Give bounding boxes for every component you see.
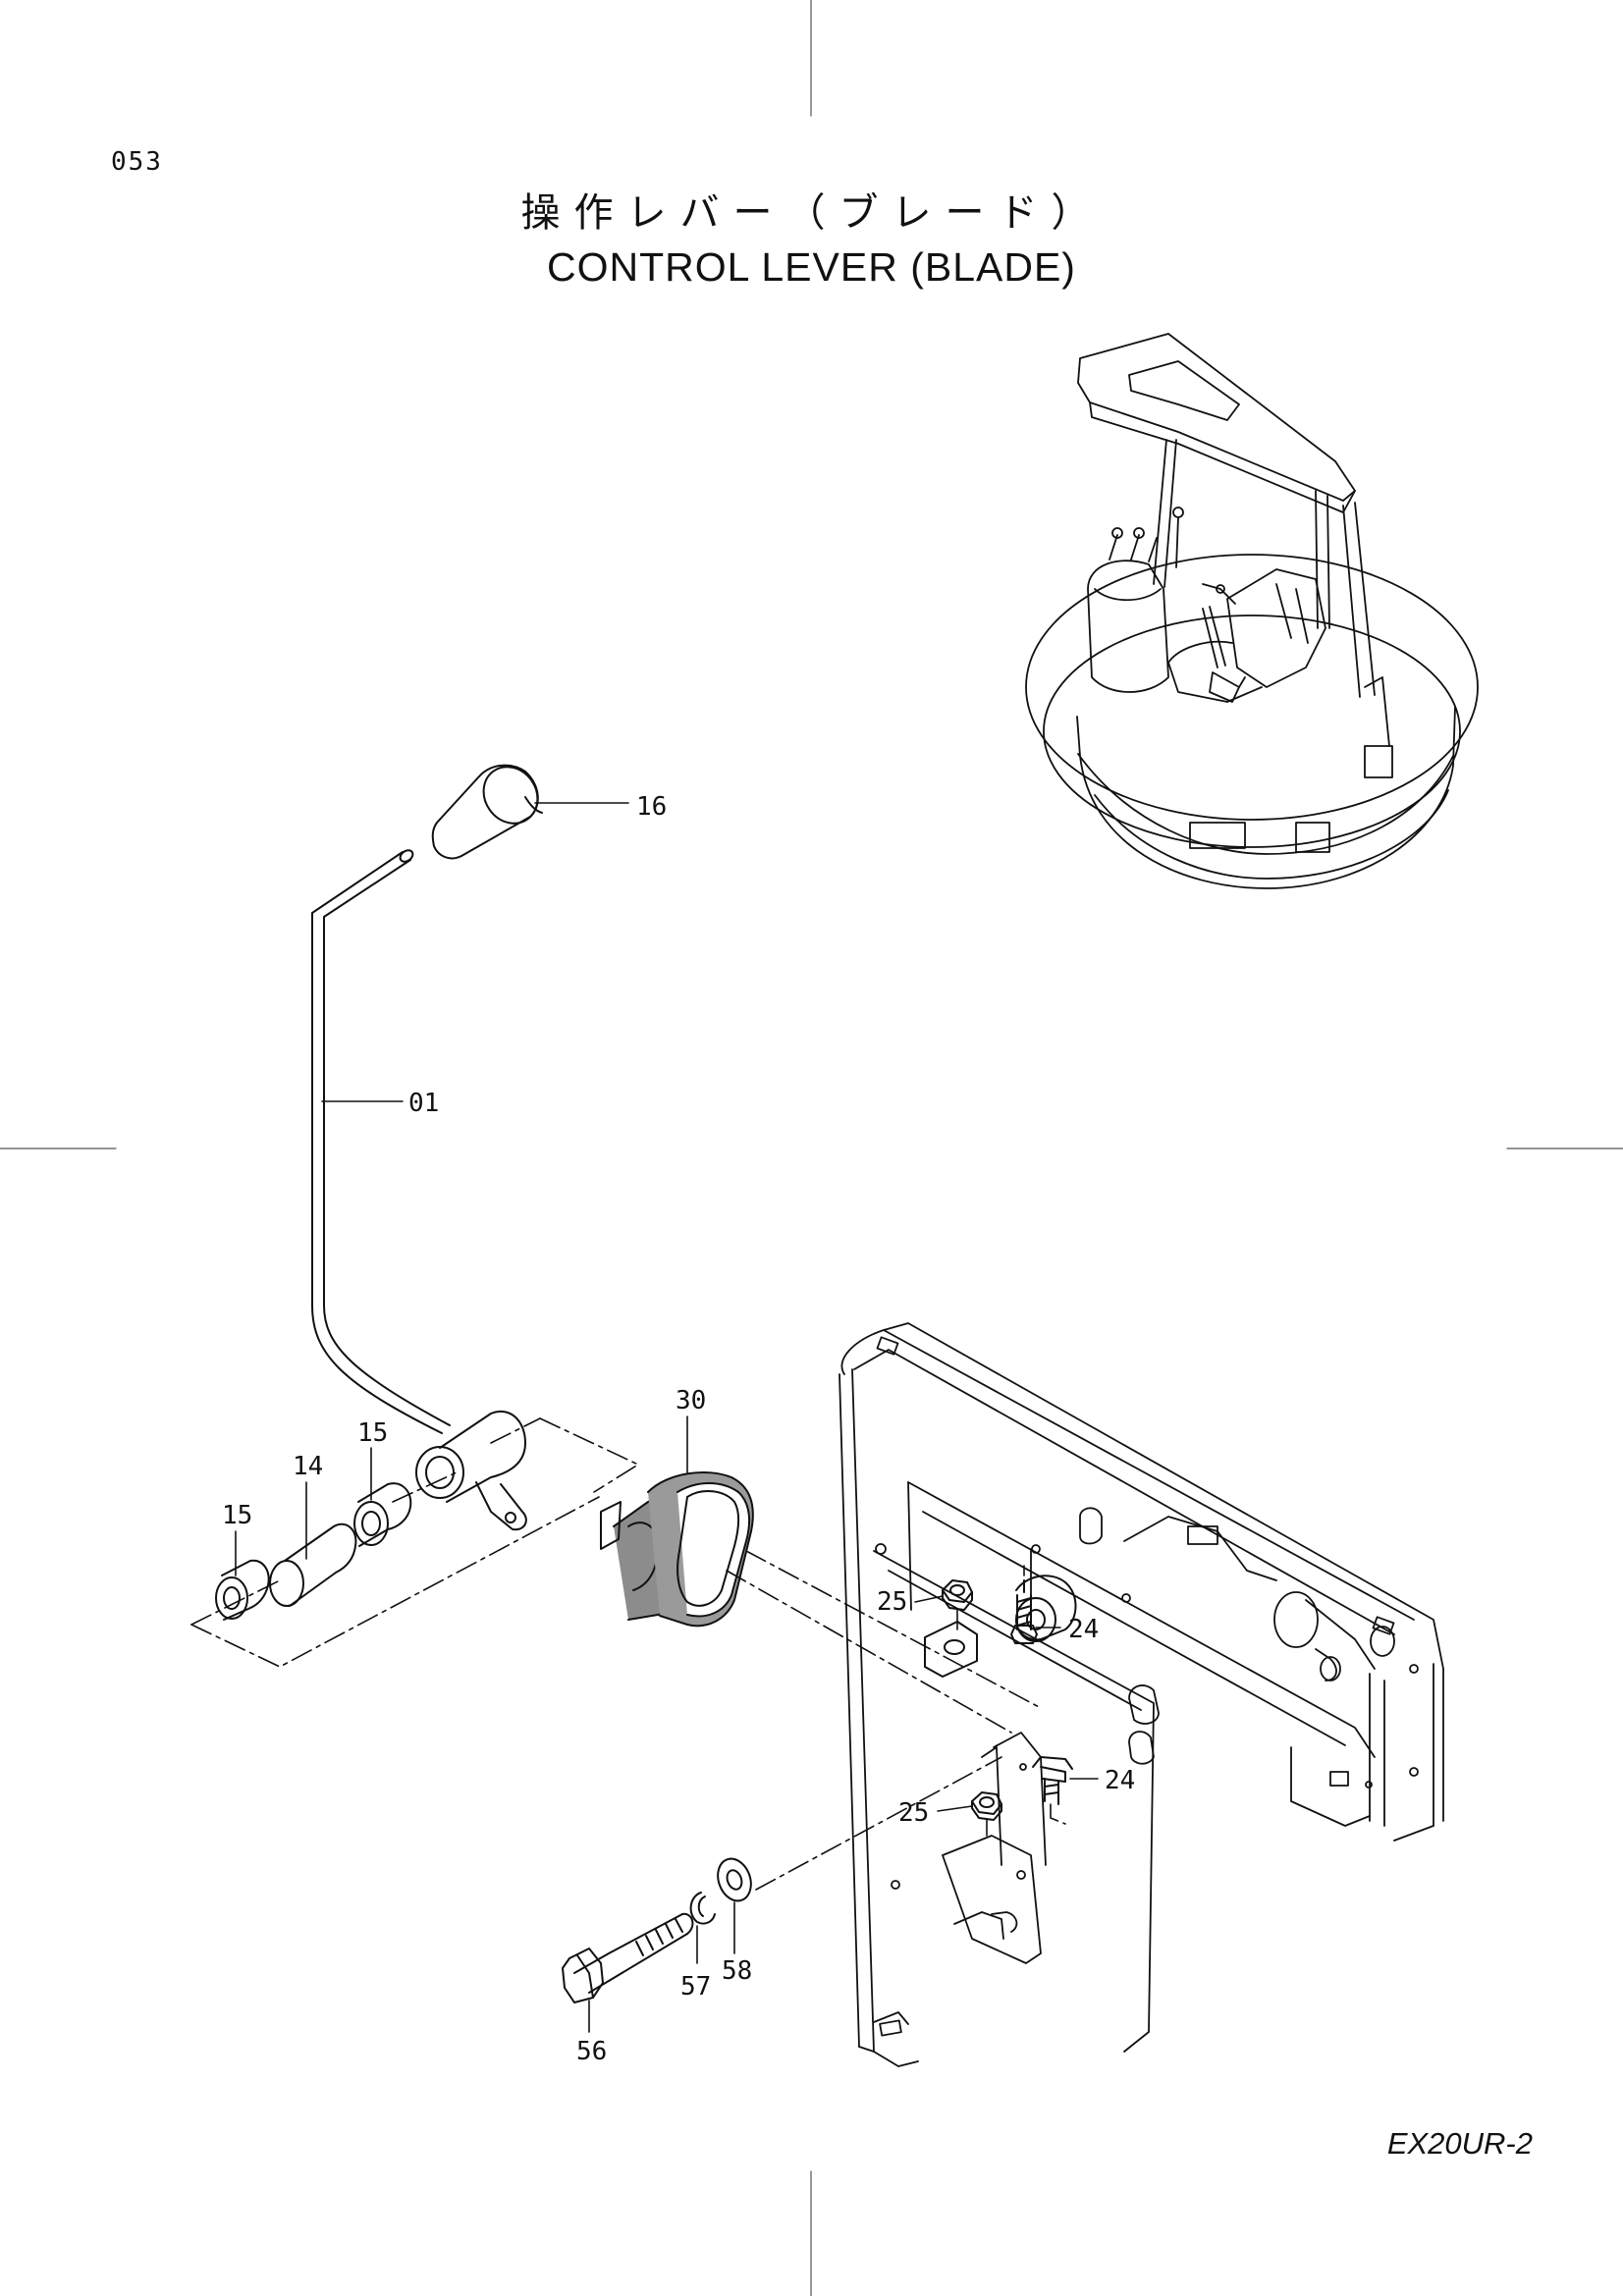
pipe-14 — [269, 1522, 357, 1607]
machine-overview-illustration — [1025, 333, 1479, 889]
page-number: 053 — [111, 147, 163, 177]
rubber-boot-30 — [600, 1471, 754, 1628]
callout-24-upper: 24 — [1068, 1615, 1099, 1644]
model-code: EX20UR-2 — [1386, 2126, 1533, 2161]
assembly-leader-box — [190, 1417, 639, 1668]
bushing-15-lower — [215, 1559, 270, 1621]
bolt-56 — [562, 1912, 694, 2003]
callout-24-lower: 24 — [1105, 1766, 1135, 1795]
title-japanese: 操作レバー（ブレード） — [520, 190, 1105, 236]
bolt-24-lower — [1032, 1756, 1073, 1805]
callout-56: 56 — [576, 2037, 607, 2066]
title-block: 操作レバー（ブレード） CONTROL LEVER (BLADE) — [0, 187, 1623, 294]
title-english: CONTROL LEVER (BLADE) — [547, 244, 1076, 290]
callout-labels: 16 01 30 15 14 15 25 24 24 25 58 57 56 — [222, 792, 1135, 2066]
callout-25-lower: 25 — [898, 1798, 929, 1828]
bushing-15-upper — [353, 1482, 412, 1547]
cushion-rubber — [1015, 1575, 1077, 1642]
guide-lines — [726, 1550, 1066, 1891]
lever-bracket — [415, 1411, 527, 1531]
mount-plate-upper — [924, 1621, 978, 1678]
callout-15-lower: 15 — [222, 1501, 252, 1530]
callout-25-upper: 25 — [877, 1587, 907, 1617]
nut-25-upper — [942, 1579, 973, 1611]
callout-leaders — [235, 802, 1099, 2033]
lever-knob — [431, 764, 543, 860]
callout-14: 14 — [293, 1452, 323, 1481]
console-frame — [839, 1322, 1444, 2067]
callout-01: 01 — [408, 1089, 439, 1118]
control-lever-rod — [311, 849, 451, 1434]
callout-58: 58 — [722, 1956, 752, 1986]
callout-15-upper: 15 — [357, 1418, 388, 1448]
callout-16: 16 — [636, 792, 667, 822]
callout-30: 30 — [676, 1386, 706, 1415]
spring-washer-57 — [689, 1892, 716, 1925]
washer-58 — [717, 1857, 752, 1902]
bolt-24-upper — [1010, 1579, 1038, 1644]
nut-25-lower — [971, 1791, 1002, 1821]
callout-57: 57 — [680, 1972, 711, 2002]
